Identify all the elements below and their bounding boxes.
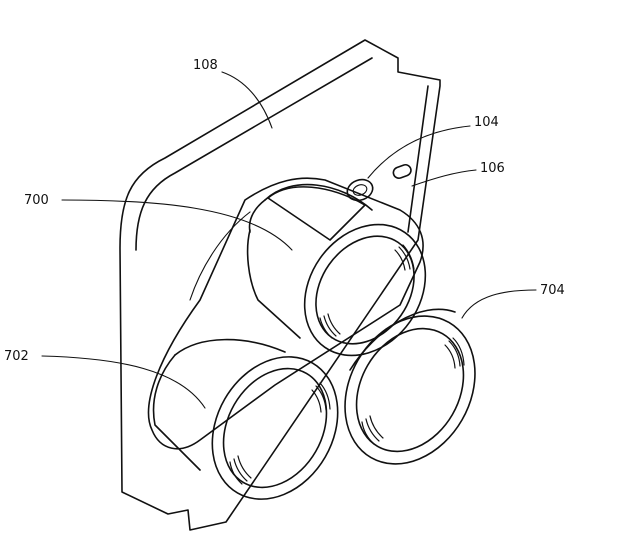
label-108: 108 [193,58,218,73]
leader-lines [41,71,537,409]
aperture-106 [392,163,412,179]
camera-module-plate [147,177,424,450]
label-700: 700 [24,193,49,208]
label-104: 104 [474,115,499,130]
leader-104 [367,125,471,179]
camera-702 [152,338,339,500]
label-106: 106 [480,161,505,176]
label-702: 702 [4,349,29,364]
leader-108 [221,71,273,129]
camera-704 [344,308,476,465]
device-housing [119,39,441,531]
camera-700 [246,183,427,357]
leader-704 [461,289,537,319]
leader-700 [61,199,293,251]
reference-numerals: 108 104 106 700 702 704 [4,58,565,364]
label-704: 704 [540,283,565,298]
leader-106 [411,169,477,187]
leader-702 [41,355,206,409]
